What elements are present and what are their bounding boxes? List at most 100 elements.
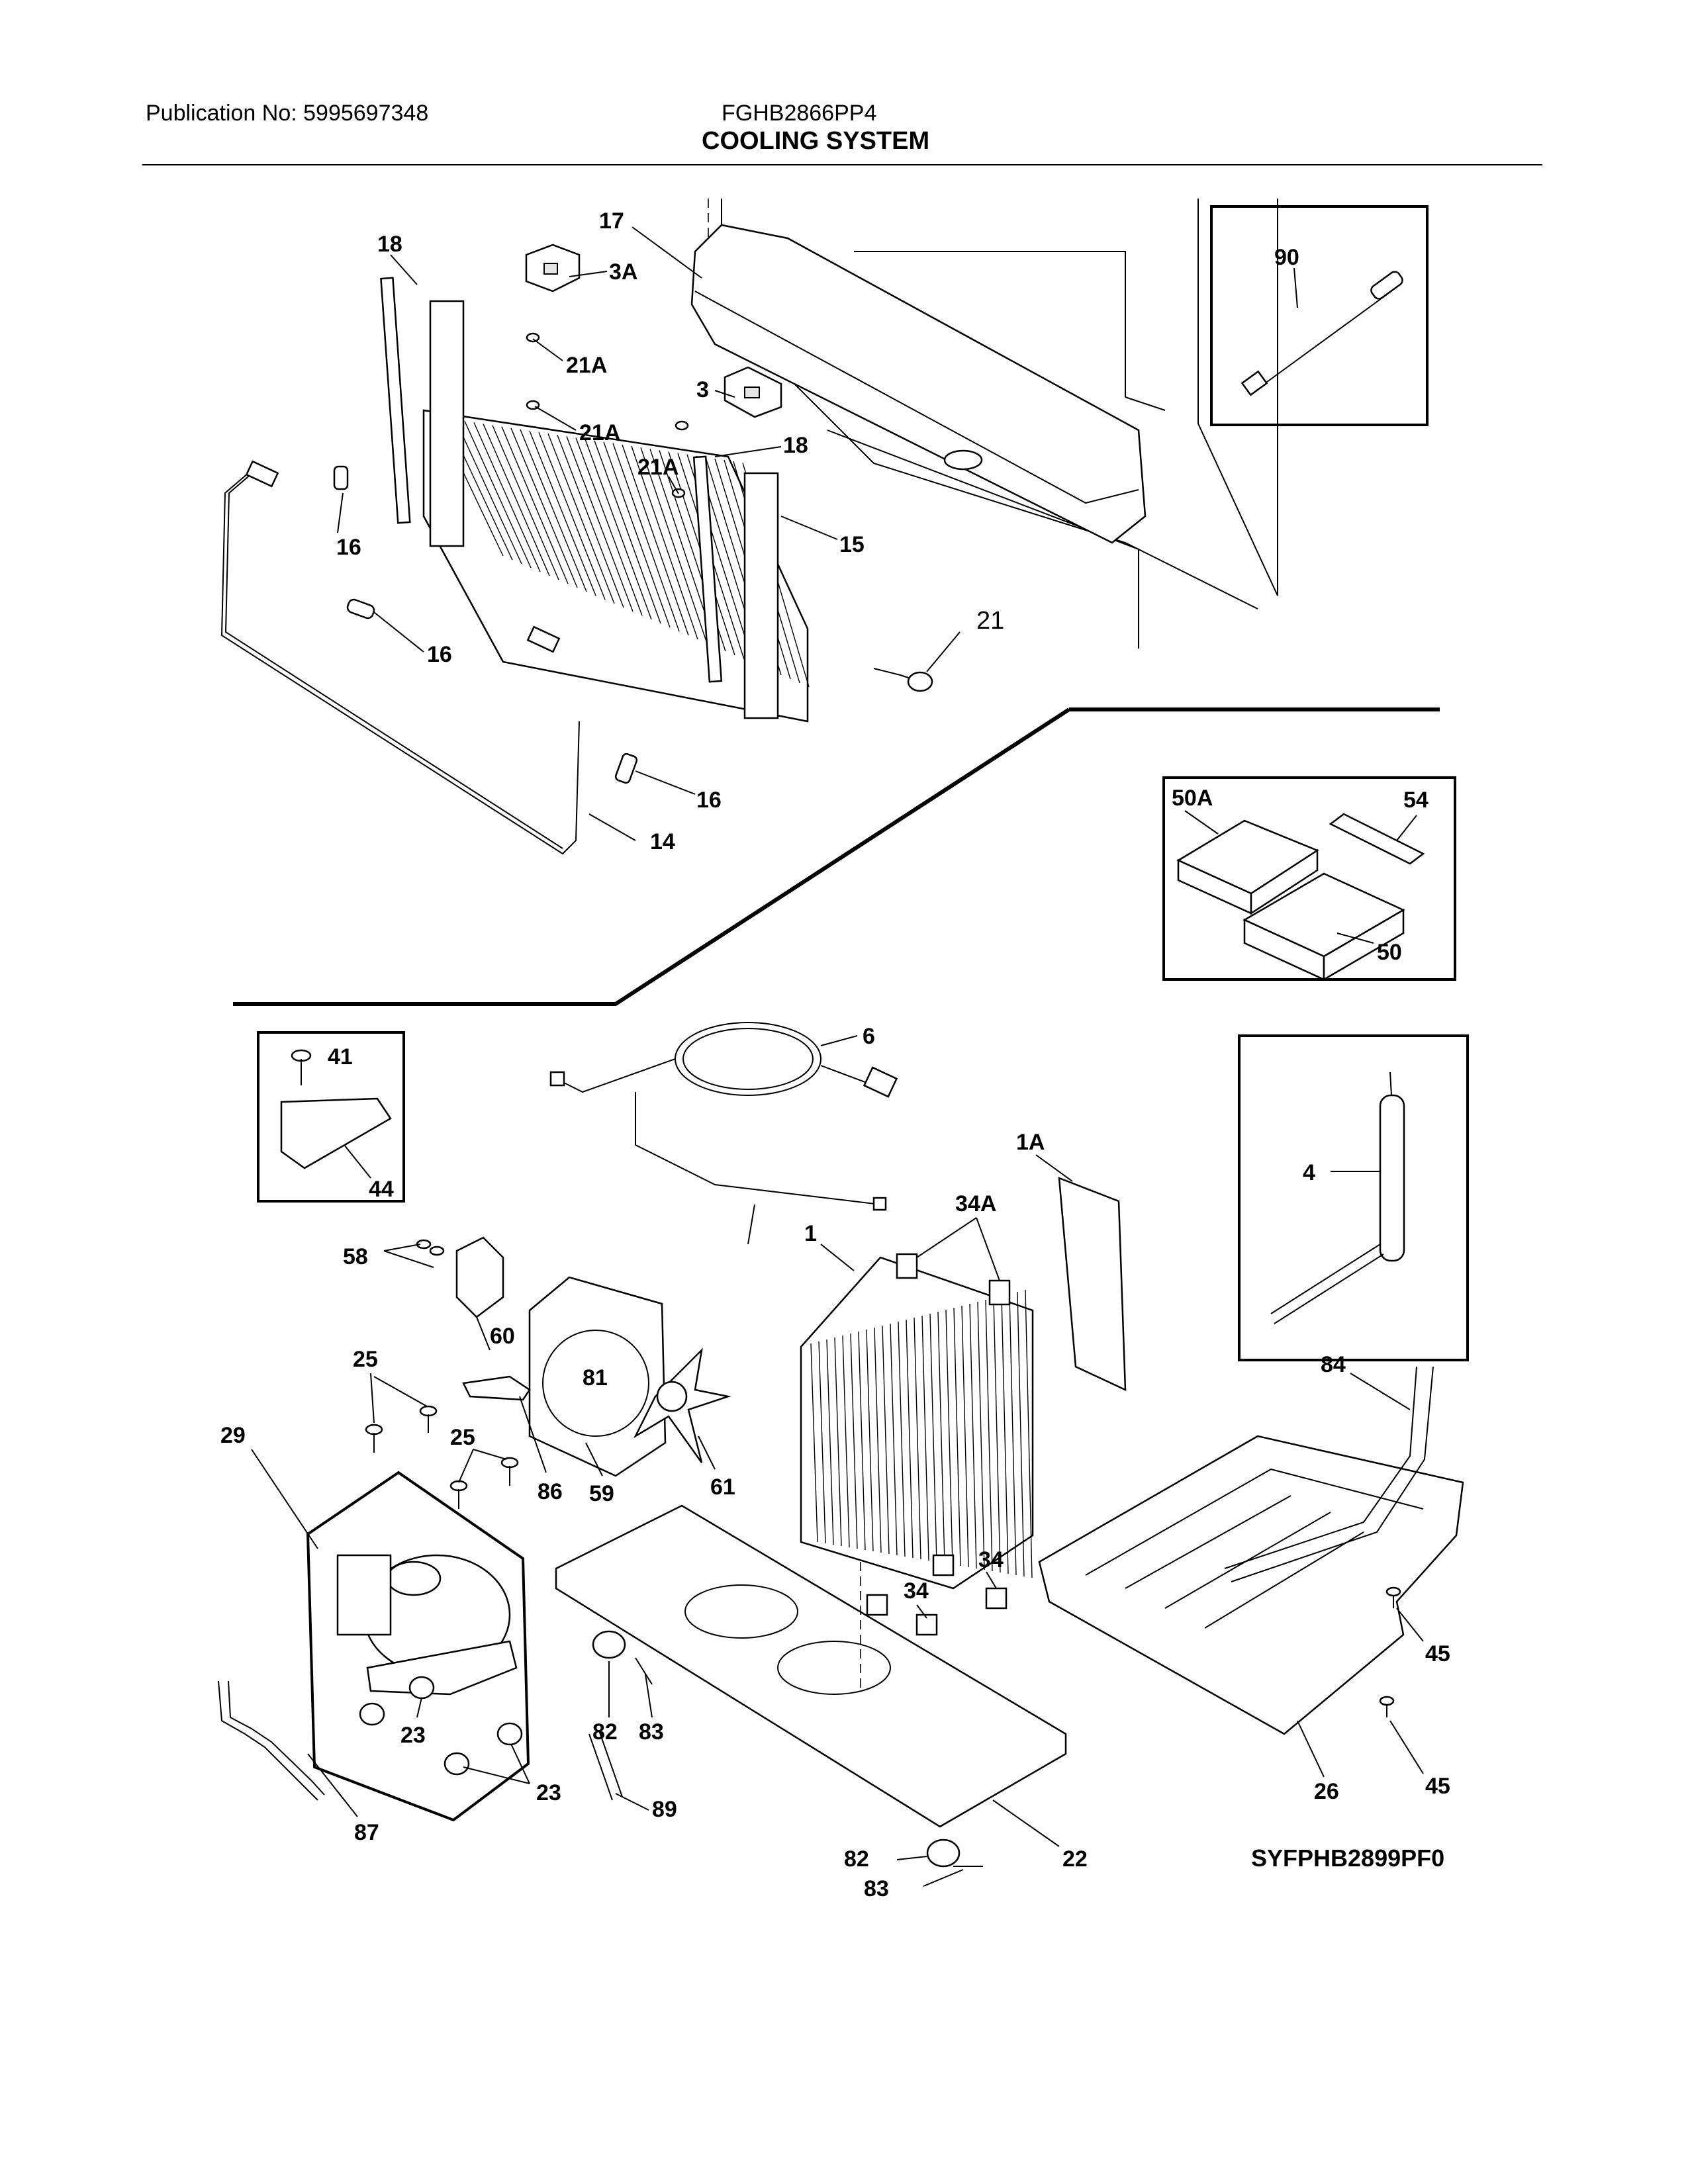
label-86: 86 [538,1479,563,1504]
label-3: 3 [696,377,709,402]
leader-82b [896,1856,927,1860]
label-23: 23 [536,1780,561,1805]
leader-50 [1336,933,1374,944]
label-89: 89 [652,1797,677,1822]
leader-lines-upper [337,226,1298,841]
leader-58b [383,1250,434,1268]
label-44: 44 [369,1177,394,1202]
leader-34a [916,1604,927,1619]
label-18: 18 [783,433,808,458]
leader-23b [463,1766,530,1784]
label-82: 82 [592,1719,618,1745]
leader-61 [698,1435,716,1470]
part-50-control-box [1243,872,1405,981]
part-82-foot-b [926,1839,961,1868]
label-82: 82 [844,1846,869,1872]
leader-23a [416,1697,422,1718]
label-21A: 21A [566,353,607,378]
part-82-foot-a [592,1630,626,1659]
part-17-evaporator-cover [690,224,1147,544]
part-29-compressor [306,1471,530,1822]
label-41: 41 [328,1044,353,1069]
label-29: 29 [220,1423,246,1448]
header-rule [142,164,1542,165]
part-4-drier [1270,1071,1405,1324]
leader-1A [1035,1154,1073,1182]
inset-box-50 [1162,776,1456,981]
label-21: 21 [976,607,1004,635]
label-54: 54 [1403,788,1429,813]
leader-50A [1184,810,1219,835]
leader-22 [992,1799,1060,1847]
leader-26 [1297,1720,1325,1778]
section-divider-lower [233,707,1070,1006]
model-number: FGHB2866PP4 [722,101,877,126]
leader-45b [1389,1720,1424,1774]
part-3-bracket [724,366,782,418]
label-59: 59 [589,1481,614,1506]
label-22: 22 [1062,1846,1088,1872]
label-17: 17 [599,208,624,234]
label-25: 25 [353,1347,378,1372]
leader-34A-b [976,1217,1000,1281]
part-90-sensor-cord [1241,271,1403,396]
label-25: 25 [450,1425,475,1450]
label-83: 83 [864,1876,889,1901]
leader-25d [473,1449,507,1460]
part-89-tube [588,1730,623,1801]
label-15: 15 [839,532,865,557]
part-50A-box-cover [1176,819,1319,915]
label-81: 81 [583,1365,608,1390]
part-84-drain-hose [1224,1366,1434,1582]
leader-23c [510,1743,530,1784]
part-45-screws [1379,1586,1401,1717]
leader-87 [307,1753,358,1817]
leader-58 [383,1244,421,1251]
label-23: 23 [400,1723,426,1748]
part-44-plate [280,1097,392,1169]
label-34: 34 [904,1578,929,1604]
leader-83a [645,1674,653,1718]
part-34A-clips [896,1253,1011,1306]
leader-89 [615,1793,649,1811]
leader-45a [1396,1608,1424,1642]
part-59-fan-shroud [528,1276,667,1477]
label-6: 6 [863,1024,875,1049]
part-14-heater-wire [220,460,580,855]
part-87-tube [218,1680,325,1801]
part-26-drain-pan [1038,1435,1464,1735]
label-61: 61 [710,1475,735,1500]
label-21A: 21A [579,420,620,445]
leader-84 [1350,1373,1411,1410]
part-18-bar-right [692,455,723,683]
label-34A: 34A [955,1191,996,1216]
part-25-screws [365,1405,519,1509]
label-45: 45 [1425,1774,1450,1799]
part-6-power-cord [549,1022,898,1245]
leader-86 [519,1396,547,1473]
part-86-bracket [462,1375,531,1401]
leader-25c [458,1449,474,1483]
leader-6 [820,1035,858,1046]
inset-box-41-44 [257,1031,405,1203]
label-16: 16 [427,642,452,667]
inset-box-90 [1210,205,1429,426]
label-3A: 3A [609,259,637,285]
label-1: 1 [804,1221,817,1246]
label-16: 16 [696,788,722,813]
label-60: 60 [490,1324,515,1349]
leader-83b [923,1869,964,1887]
leader-59 [585,1442,603,1477]
part-61-fan-blade [633,1347,731,1463]
label-83: 83 [639,1719,664,1745]
label-26: 26 [1314,1779,1339,1804]
inset-box-4 [1238,1034,1469,1361]
leader-1 [820,1244,855,1271]
label-34: 34 [978,1547,1004,1572]
label-58: 58 [343,1244,368,1269]
part-41-screw [291,1049,312,1085]
part-15-evaporator [422,300,810,723]
leader-25a [370,1373,375,1424]
leader-25b [373,1376,428,1407]
